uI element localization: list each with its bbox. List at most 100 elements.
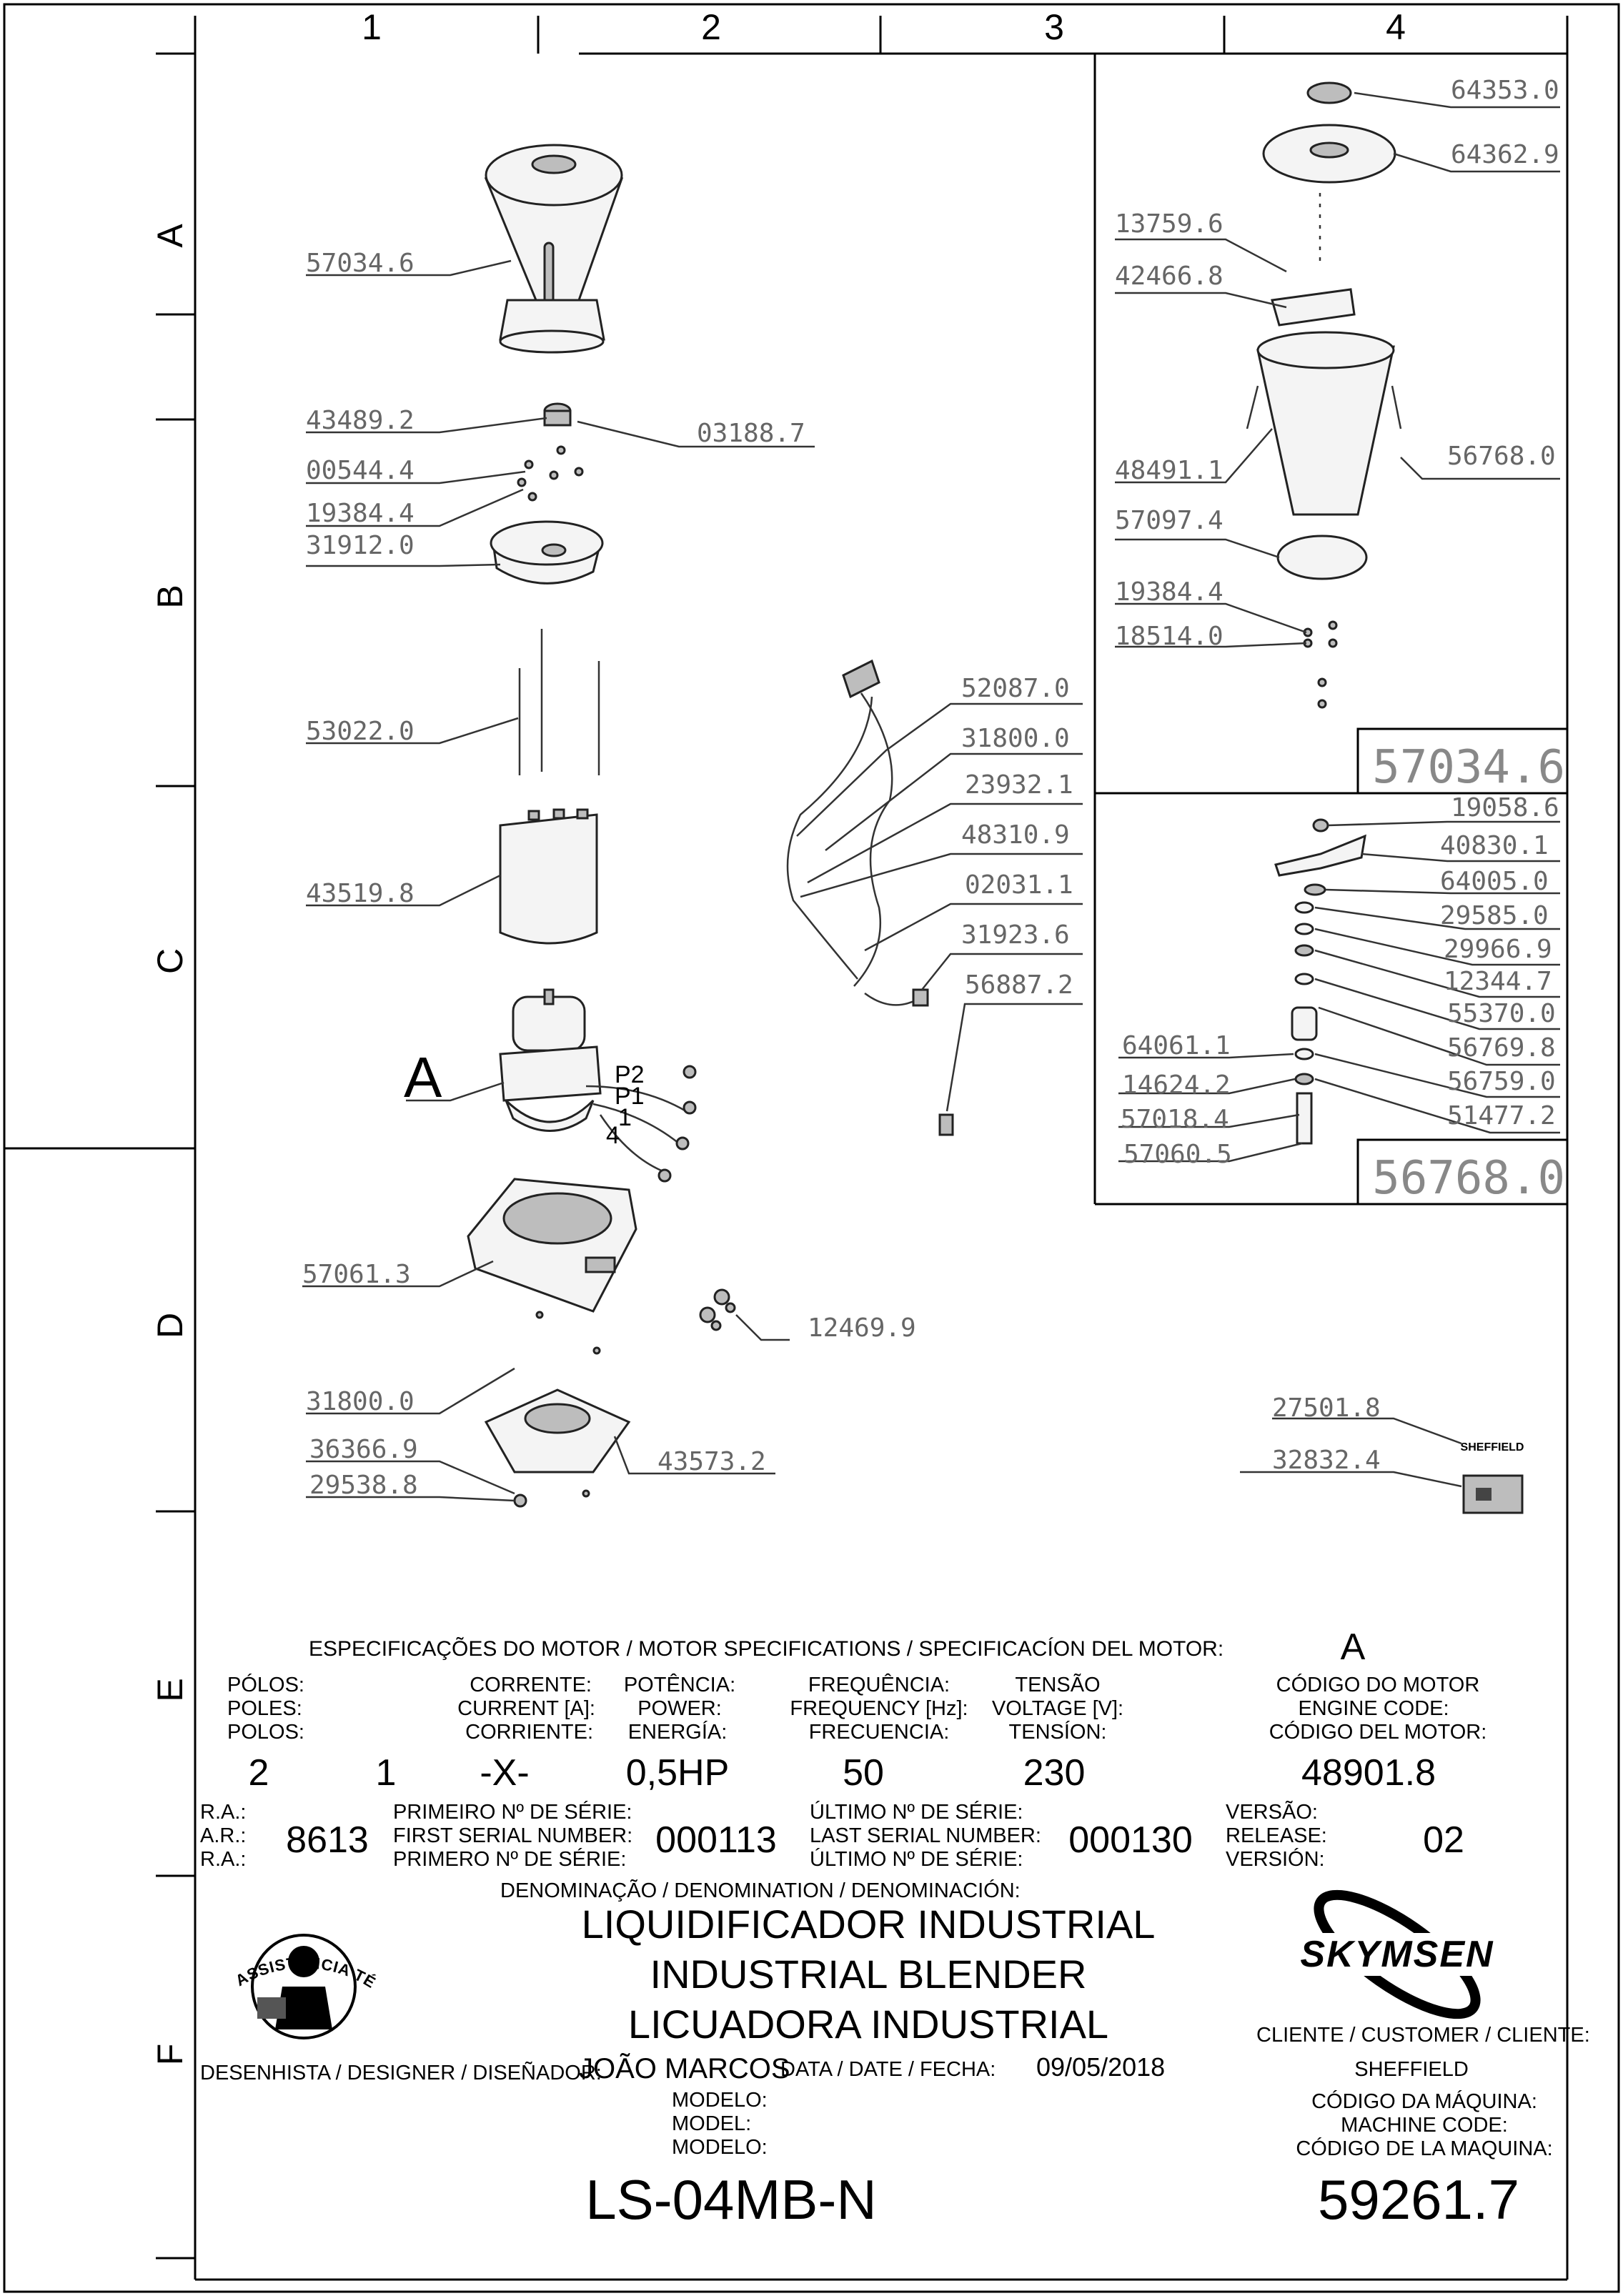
poles-label-pt: PÓLOS: bbox=[227, 1673, 304, 1696]
date-label: DATA / DATE / FECHA: bbox=[780, 2058, 996, 2081]
designer-label: DESENHISTA / DESIGNER / DISEÑADOR: bbox=[200, 2060, 602, 2084]
part-label: 64061.1 bbox=[1122, 1031, 1231, 1060]
part-label: 27501.8 bbox=[1272, 1393, 1381, 1423]
base-drawing bbox=[467, 1178, 637, 1355]
part-label: 12344.7 bbox=[1444, 967, 1552, 996]
blade-subassembly-code: 56768.0 bbox=[1372, 1152, 1565, 1205]
frequency-label-en: FREQUENCY [Hz]: bbox=[790, 1697, 968, 1720]
machine-code-label-es: CÓDIGO DE LA MAQUINA: bbox=[1296, 2137, 1552, 2160]
part-label: 19058.6 bbox=[1451, 793, 1559, 823]
part-label: 52087.0 bbox=[961, 674, 1070, 703]
power-label-pt: POTÊNCIA: bbox=[624, 1673, 735, 1696]
part-label: 51477.2 bbox=[1447, 1101, 1556, 1130]
base-plate-drawing bbox=[484, 1388, 631, 1508]
grid-row-a: A bbox=[150, 224, 190, 248]
first-serial-label-es: PRIMERO Nº DE SÉRIE: bbox=[393, 1847, 626, 1871]
part-label: 00544.4 bbox=[306, 456, 415, 485]
engine-code-label-es: CÓDIGO DEL MOTOR: bbox=[1269, 1720, 1487, 1744]
current-label-pt: CORRENTE: bbox=[470, 1674, 592, 1696]
part-label: 23932.1 bbox=[965, 770, 1073, 800]
part-label: 29585.0 bbox=[1440, 901, 1549, 930]
grid-row-e: E bbox=[150, 1678, 190, 1701]
motor-drawing bbox=[499, 988, 697, 1183]
cup-detail-drawing bbox=[1246, 81, 1402, 709]
coupling-drawing bbox=[517, 402, 584, 502]
frequency-label-pt: FREQUÊNCIA: bbox=[808, 1673, 950, 1696]
part-label: 31800.0 bbox=[306, 1387, 415, 1416]
blender-cup-drawing bbox=[484, 144, 624, 354]
part-label: 48310.9 bbox=[961, 820, 1070, 850]
machine-name-pt: LIQUIDIFICADOR INDUSTRIAL bbox=[582, 1902, 1156, 1947]
part-label: 14624.2 bbox=[1122, 1070, 1231, 1100]
model-label-en: MODEL: bbox=[672, 2112, 751, 2135]
voltage-value: 230 bbox=[1023, 1752, 1086, 1794]
motor-housing-drawing bbox=[499, 808, 598, 945]
current-value-a: 1 bbox=[376, 1752, 397, 1794]
part-label: 57034.6 bbox=[306, 249, 415, 278]
voltage-label-pt: TENSÃO bbox=[1015, 1672, 1100, 1696]
part-label: 57097.4 bbox=[1115, 506, 1224, 535]
voltage-label-en: VOLTAGE [V]: bbox=[992, 1697, 1123, 1720]
power-value: 0,5HP bbox=[626, 1752, 730, 1794]
part-label: 43519.8 bbox=[306, 879, 415, 908]
release-label-es: VERSIÓN: bbox=[1226, 1847, 1325, 1871]
first-serial-label-pt: PRIMEIRO Nº DE SÉRIE: bbox=[393, 1800, 632, 1824]
skymsen-logo: SKYMSEN bbox=[1269, 1889, 1533, 2019]
voltage-label-es: TENSÍON: bbox=[1009, 1720, 1107, 1744]
denomination-label: DENOMINAÇÃO / DENOMINATION / DENOMINACIÓ… bbox=[500, 1878, 1021, 1902]
part-label: 55370.0 bbox=[1447, 999, 1556, 1028]
model-label-pt: MODELO: bbox=[672, 2089, 768, 2112]
model-value: LS-04MB-N bbox=[585, 2168, 876, 2231]
part-label: 13759.6 bbox=[1115, 209, 1224, 239]
release-value: 02 bbox=[1423, 1819, 1464, 1861]
client-value: SHEFFIELD bbox=[1354, 2058, 1469, 2081]
part-label: 43489.2 bbox=[306, 406, 415, 435]
ra-value: 8613 bbox=[286, 1819, 369, 1861]
part-label: 57061.3 bbox=[302, 1260, 411, 1289]
motor-specifications: ESPECIFICAÇÕES DO MOTOR / MOTOR SPECIFIC… bbox=[200, 1626, 1486, 1871]
part-label: 12469.9 bbox=[808, 1313, 916, 1343]
frequency-value: 50 bbox=[843, 1752, 884, 1794]
engine-code-label-pt: CÓDIGO DO MOTOR bbox=[1276, 1673, 1480, 1696]
part-label: 56768.0 bbox=[1447, 442, 1556, 471]
part-label: 36366.9 bbox=[309, 1435, 418, 1464]
first-serial-value: 000113 bbox=[655, 1819, 777, 1861]
wiring-harness-drawing bbox=[786, 659, 954, 1136]
power-label-es: ENERGÍA: bbox=[628, 1720, 728, 1744]
spec-header: ESPECIFICAÇÕES DO MOTOR / MOTOR SPECIFIC… bbox=[309, 1636, 1224, 1661]
grid-col-4: 4 bbox=[1386, 7, 1406, 47]
part-label: 56759.0 bbox=[1447, 1067, 1556, 1096]
last-serial-label-en: LAST SERIAL NUMBER: bbox=[810, 1824, 1041, 1847]
part-label: 29538.8 bbox=[309, 1471, 418, 1500]
engine-code-label-en: ENGINE CODE: bbox=[1298, 1697, 1449, 1720]
machine-code-label-pt: CÓDIGO DA MÁQUINA: bbox=[1311, 2089, 1537, 2113]
frequency-label-es: FRECUENCIA: bbox=[809, 1721, 950, 1744]
current-value-b: -X- bbox=[480, 1752, 529, 1794]
badge-drawing: SHEFFIELD bbox=[1461, 1441, 1524, 1514]
last-serial-label-es: ÚLTIMO Nº DE SÉRIE: bbox=[810, 1847, 1023, 1871]
machine-name-es: LICUADORA INDUSTRIAL bbox=[628, 2002, 1108, 2047]
last-serial-value: 000130 bbox=[1068, 1819, 1193, 1861]
part-label: 64362.9 bbox=[1451, 140, 1559, 169]
date-value: 09/05/2018 bbox=[1036, 2052, 1165, 2082]
motor-terminal-4: 4 bbox=[606, 1122, 620, 1149]
part-label: 57018.4 bbox=[1121, 1105, 1229, 1134]
ra-label-2: A.R.: bbox=[200, 1824, 246, 1847]
feet-drawing bbox=[699, 1288, 736, 1331]
ra-label-3: R.A.: bbox=[200, 1848, 246, 1871]
grid-col-2: 2 bbox=[701, 7, 721, 47]
client-label: CLIENTE / CUSTOMER / CLIENTE: bbox=[1256, 2024, 1590, 2047]
motor-terminal-p1: P1 bbox=[615, 1083, 645, 1110]
part-label: 56769.8 bbox=[1447, 1033, 1556, 1063]
first-serial-label-en: FIRST SERIAL NUMBER: bbox=[393, 1824, 632, 1847]
grid-col-1: 1 bbox=[362, 7, 382, 47]
motor-terminal-p2: P2 bbox=[615, 1061, 645, 1088]
engine-code-value: 48901.8 bbox=[1301, 1752, 1436, 1794]
motor-cover-drawing bbox=[490, 520, 604, 585]
machine-name-en: INDUSTRIAL BLENDER bbox=[650, 1952, 1087, 1997]
part-label: 02031.1 bbox=[965, 870, 1073, 900]
part-label: 29966.9 bbox=[1444, 935, 1552, 964]
part-labels: 57034.6 43489.2 03188.7 00544.4 19384.4 … bbox=[302, 76, 1559, 1500]
blade-detail-drawing bbox=[1274, 818, 1366, 1145]
part-label: 19384.4 bbox=[1115, 577, 1224, 607]
